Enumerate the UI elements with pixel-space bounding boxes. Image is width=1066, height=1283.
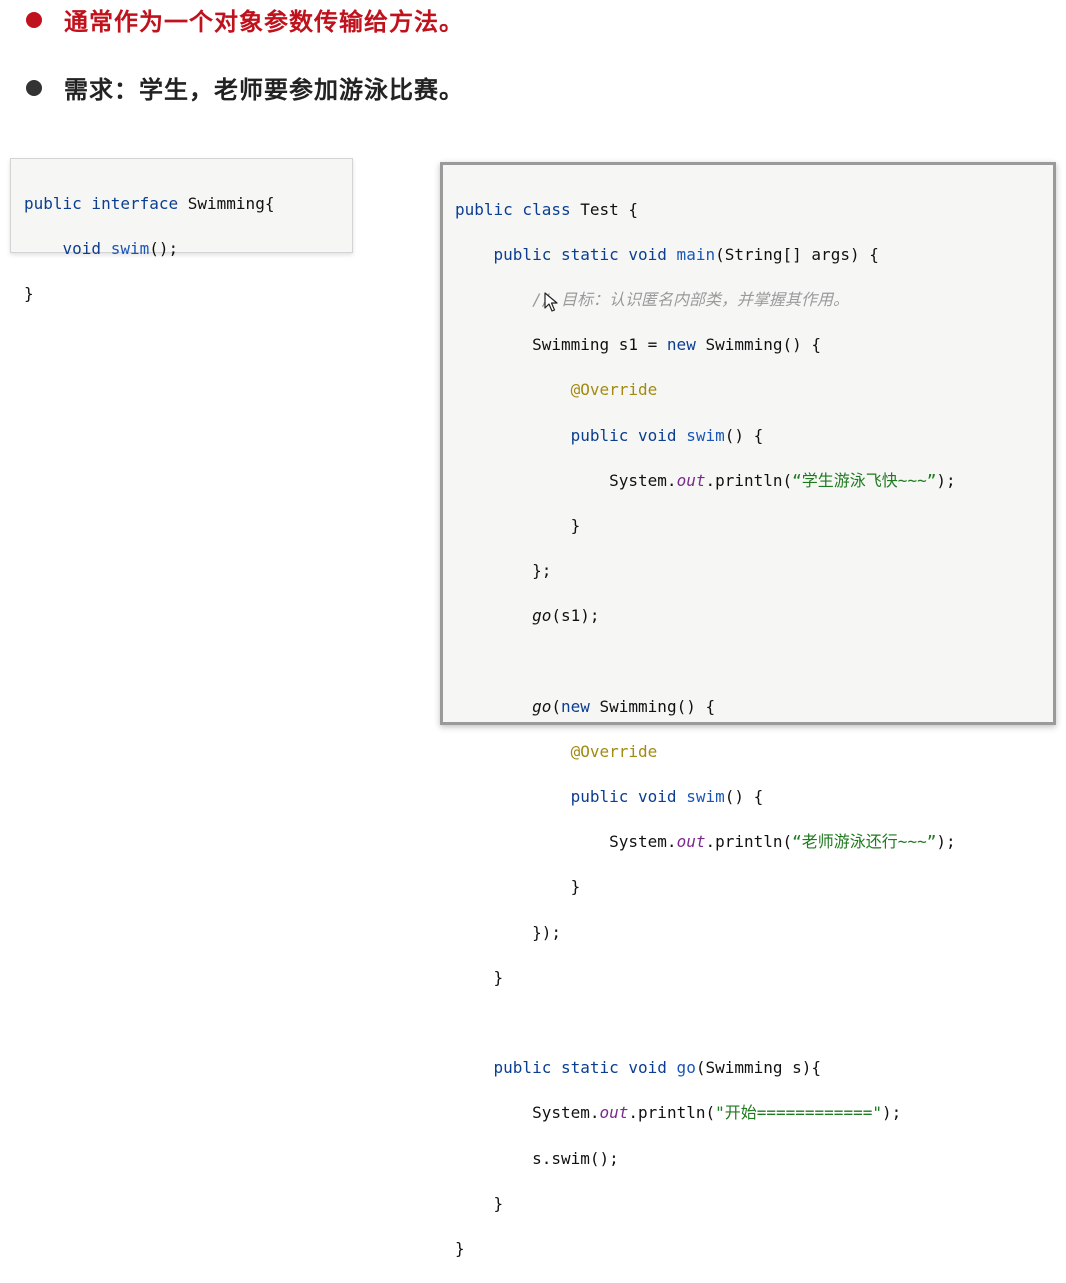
code-line: System.out.println("开始============"); [455,1102,1053,1125]
code-method: swim [676,425,725,445]
bullet-text: 通常作为一个对象参数传输给方法。 [64,8,464,36]
code-blank-line [455,1012,1053,1035]
code-line: }; [455,561,552,581]
code-text: .println( [705,470,793,490]
code-text: (); [149,238,179,258]
code-keyword: new [666,335,696,355]
code-field: out [676,832,706,852]
bullet-item-2: 需求：学生，老师要参加游泳比赛。 [26,70,464,105]
bullet-item-1: 通常作为一个对象参数传输给方法。 [26,2,464,37]
code-text: ( [551,696,561,716]
code-line: go(new Swimming() { [455,696,1053,719]
code-string: “老师游泳还行~~~” [792,832,937,852]
mouse-pointer-icon [544,292,558,312]
code-line: Swimming s1 = new Swimming() { [455,334,1053,357]
code-text: System. [455,1103,600,1123]
code-text: Swimming() { [589,696,716,716]
code-line: System.out.println(“老师游泳还行~~~”); [455,831,1053,854]
code-keyword: void [24,238,102,258]
code-text: () { [724,425,764,445]
bullet-text: 需求：学生，老师要参加游泳比赛。 [64,76,464,104]
code-method-call: go [532,696,552,716]
code-line: }); [455,922,561,942]
code-text: System. [455,832,677,852]
code-line: public interface Swimming{ [24,193,352,216]
code-line: public void swim() { [455,786,1053,809]
code-text: ); [936,832,956,852]
code-annotation: @Override [455,741,658,761]
code-line: public static void main(String[] args) { [455,244,1053,267]
code-keyword: public void [455,425,677,445]
code-line: public void swim() { [455,425,1053,448]
code-line: } [24,283,352,306]
code-line: } [455,1238,465,1258]
code-blank-line [455,650,1053,673]
code-line: void swim(); [24,238,352,261]
code-text: Swimming{ [178,193,275,213]
test-code-block: public class Test { public static void m… [440,162,1056,1258]
code-keyword: public static void [455,1058,667,1078]
code-method: swim [676,787,725,807]
code-field: out [599,1103,629,1123]
code-text: System. [455,470,677,490]
code-text [455,697,532,716]
code-text: ); [881,1103,902,1123]
code-keyword: public interface [24,193,179,213]
code-text: .println( [628,1103,716,1123]
bullet-dot [26,79,42,96]
code-line: public class Test { [455,199,1053,222]
code-text: (String[] args) { [715,244,879,264]
code-text: .println( [705,832,793,852]
code-keyword: public class [455,199,571,219]
code-text: } [24,283,34,303]
code-string: "开始============" [715,1103,882,1123]
bullet-dot [26,11,42,28]
code-line: } [455,1193,504,1213]
interface-code-block: public interface Swimming{ void swim(); … [10,158,353,303]
code-text [455,606,532,625]
code-line: s.swim(); [455,1148,619,1168]
code-line: public static void go(Swimming s){ [455,1057,1053,1080]
code-method: main [666,244,716,264]
code-line: System.out.println(“学生游泳飞快~~~”); [455,470,1053,493]
code-text: Swimming s1 = [455,335,667,355]
code-text: () { [724,787,764,807]
code-keyword: new [560,696,590,716]
code-line: } [455,877,581,897]
code-text: (s1); [551,606,600,626]
code-keyword: public void [455,787,677,807]
code-keyword: public static void [455,244,667,264]
code-text: ); [936,470,956,490]
code-string: “学生游泳飞快~~~” [792,470,937,490]
code-method: swim [101,238,150,258]
code-text: Test { [570,199,639,219]
code-method-call: go [532,606,552,626]
code-method: go [666,1058,696,1078]
code-line: } [455,515,581,535]
code-line: go(s1); [455,605,1053,628]
code-line: } [455,967,504,987]
code-field: out [676,470,706,490]
code-text: (Swimming s){ [695,1058,822,1078]
code-annotation: @Override [455,380,658,400]
code-text: Swimming() { [695,335,822,355]
